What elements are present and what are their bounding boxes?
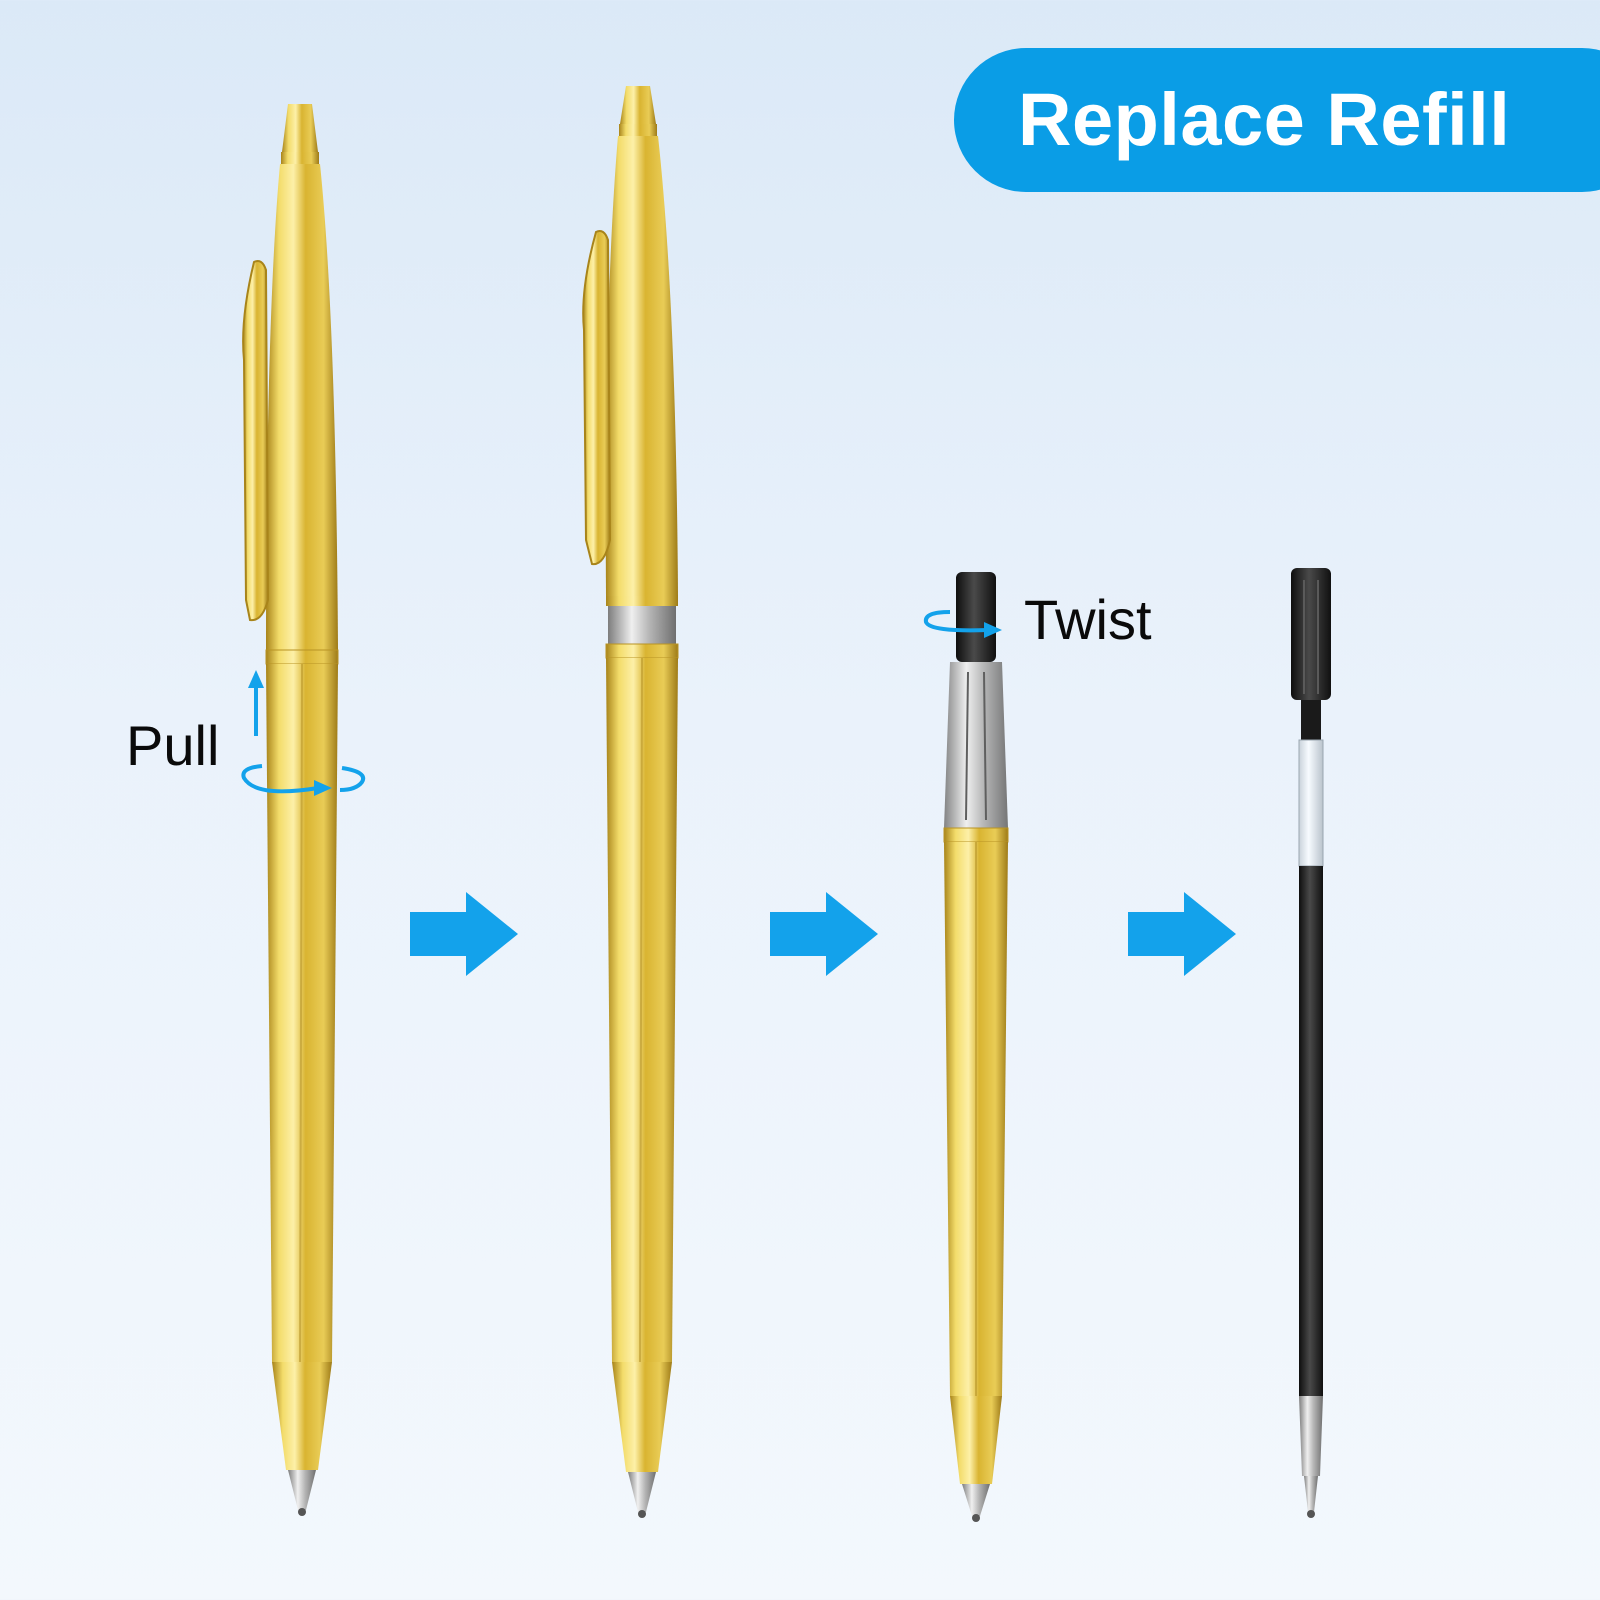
twist-label: Twist — [1024, 588, 1152, 651]
pen-separated — [582, 86, 679, 1518]
up-arrow-icon — [248, 670, 264, 736]
pull-label: Pull — [126, 714, 220, 777]
pen-refill — [1291, 568, 1331, 1518]
right-arrow-icon — [410, 892, 518, 976]
pen-lower-barrel — [943, 572, 1009, 1522]
rotate-arrow-icon — [241, 764, 365, 796]
right-arrow-icon — [770, 892, 878, 976]
title-banner — [954, 48, 1600, 192]
banner-title: Replace Refill — [1018, 78, 1511, 161]
rotate-arrow-icon — [923, 610, 1002, 638]
pen-complete — [242, 104, 339, 1516]
right-arrow-icon — [1128, 892, 1236, 976]
